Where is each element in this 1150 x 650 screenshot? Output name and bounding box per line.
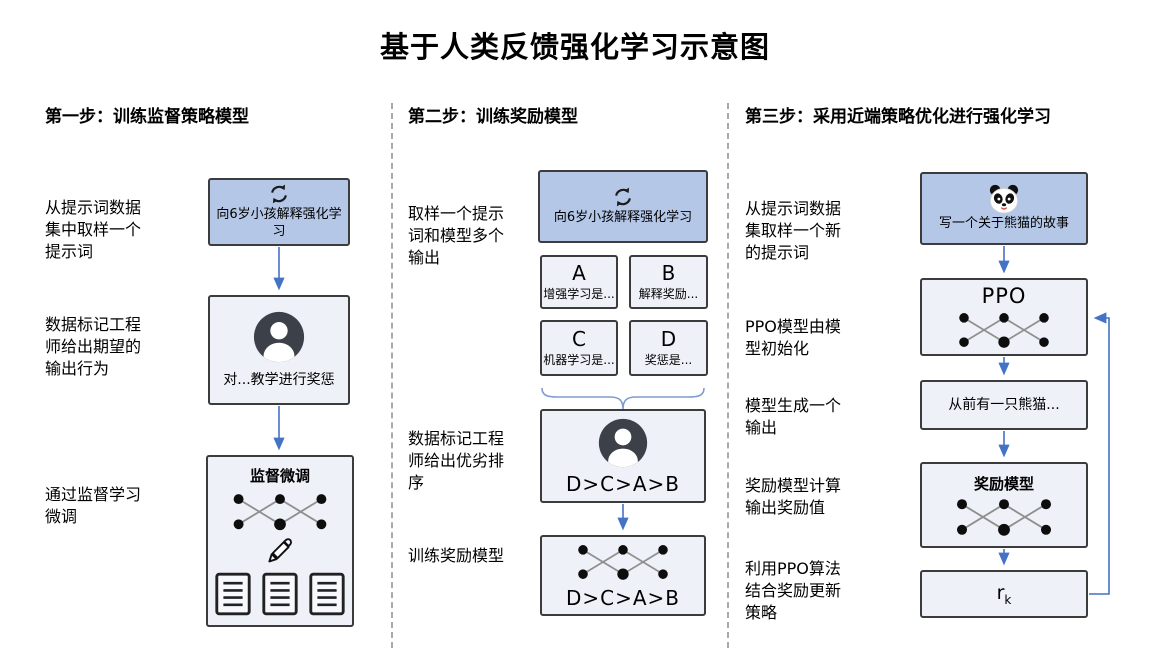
output-letter: D bbox=[660, 327, 677, 351]
step3-prompt-box: 写一个关于熊猫的故事 bbox=[920, 172, 1088, 245]
step1-prompt-text: 向6岁小孩解释强化学习 bbox=[216, 207, 342, 239]
step2-output-box-b: B 解释奖励... bbox=[629, 255, 708, 309]
step3-label-reward-calc: 奖励模型计算输出奖励值 bbox=[745, 476, 842, 518]
step2-output-box-d: D 奖惩是... bbox=[629, 320, 708, 376]
page-title: 基于人类反馈强化学习示意图 bbox=[379, 30, 770, 64]
step1-sft-title: 监督微调 bbox=[249, 467, 310, 485]
step3-label-model-output: 模型生成一个输出 bbox=[745, 396, 842, 438]
step2-output-box-a: A 增强学习是... bbox=[540, 255, 618, 309]
network-icon bbox=[958, 312, 1050, 349]
step1-sft-box: 监督微调 bbox=[206, 455, 354, 627]
document-icon bbox=[262, 572, 298, 616]
step3-label-ppo-init: PPO模型由模型初始化 bbox=[745, 317, 841, 359]
output-text: 增强学习是... bbox=[543, 287, 615, 301]
output-letter: B bbox=[661, 261, 676, 285]
step1-labeler-box: 对...教学进行奖惩 bbox=[208, 295, 350, 405]
step3-reward-value-box: rk bbox=[920, 570, 1088, 618]
output-letter: A bbox=[572, 261, 586, 285]
step2-header: 第二步：训练奖励模型 bbox=[408, 107, 578, 127]
step2-label-sample-outputs: 取样一个提示词和模型多个输出 bbox=[408, 204, 505, 268]
step1-header: 第一步：训练监督策略模型 bbox=[45, 107, 249, 127]
step3-output-box: 从前有一只熊猫... bbox=[920, 380, 1088, 430]
output-text: 解释奖励... bbox=[638, 287, 699, 301]
step2-train-ranking-text: D>C>A>B bbox=[565, 585, 681, 610]
output-text: 奖惩是... bbox=[644, 353, 693, 367]
step3-reward-value-text: rk bbox=[996, 581, 1012, 607]
step3-header: 第三步：采用近端策略优化进行强化学习 bbox=[745, 107, 1051, 127]
step3-output-text: 从前有一只熊猫... bbox=[948, 396, 1060, 413]
network-icon bbox=[577, 543, 669, 581]
pencil-icon bbox=[268, 538, 292, 563]
step1-prompt-box: 向6岁小孩解释强化学习 bbox=[208, 178, 350, 246]
step2-reward-model-box: D>C>A>B bbox=[540, 535, 706, 616]
step2-output-box-c: C 机器学习是... bbox=[540, 320, 618, 376]
step2-prompt-box: 向6岁小孩解释强化学习 bbox=[538, 170, 708, 243]
document-icon bbox=[309, 572, 345, 616]
step3-prompt-text: 写一个关于熊猫的故事 bbox=[938, 216, 1069, 232]
network-icon bbox=[232, 493, 328, 532]
step2-label-labeler-ranking: 数据标记工程师给出优劣排序 bbox=[408, 429, 505, 493]
cycle-icon bbox=[615, 186, 631, 208]
person-icon bbox=[597, 417, 649, 469]
step2-ranking-text: D>C>A>B bbox=[565, 471, 681, 496]
column-divider-2 bbox=[727, 103, 729, 648]
network-icon bbox=[956, 497, 1052, 537]
step3-label-sample-new-prompt: 从提示词数据集取样一个新的提示词 bbox=[745, 199, 842, 263]
step2-label-train-reward-model: 训练奖励模型 bbox=[408, 546, 505, 565]
step1-label-labeler-demo: 数据标记工程师给出期望的输出行为 bbox=[45, 315, 142, 379]
brace-connector bbox=[541, 387, 705, 409]
person-icon bbox=[252, 310, 306, 364]
step3-ppo-label: PPO bbox=[981, 284, 1027, 308]
step1-label-sample-prompt: 从提示词数据集中取样一个提示词 bbox=[45, 198, 142, 262]
step2-prompt-text: 向6岁小孩解释强化学习 bbox=[553, 210, 693, 226]
cycle-icon bbox=[271, 183, 287, 205]
step3-reward-model-label: 奖励模型 bbox=[973, 474, 1034, 493]
step2-ranking-box: D>C>A>B bbox=[540, 409, 706, 503]
column-divider-1 bbox=[391, 103, 393, 648]
document-icon bbox=[215, 572, 251, 616]
step1-label-supervised-finetune: 通过监督学习微调 bbox=[45, 485, 142, 527]
documents-row bbox=[215, 572, 345, 616]
panda-icon bbox=[989, 184, 1019, 214]
output-text: 机器学习是... bbox=[543, 353, 615, 367]
step3-reward-model-box: 奖励模型 bbox=[920, 462, 1088, 548]
output-letter: C bbox=[572, 327, 586, 351]
step1-demo-text: 对...教学进行奖惩 bbox=[223, 372, 335, 389]
step3-ppo-box: PPO bbox=[920, 278, 1088, 356]
step3-label-ppo-update: 利用PPO算法结合奖励更新策略 bbox=[745, 559, 842, 623]
